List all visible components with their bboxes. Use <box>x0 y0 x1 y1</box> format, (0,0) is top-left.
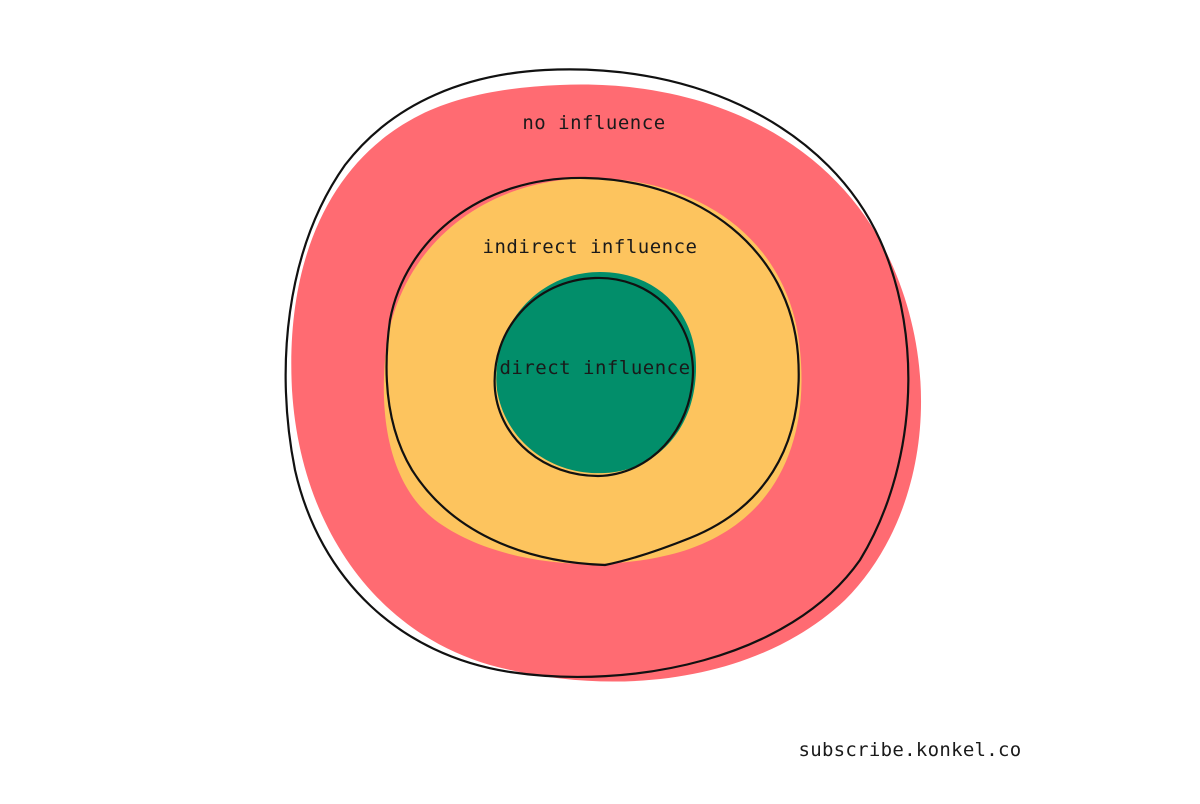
direct-influence-label: direct influence <box>499 357 690 379</box>
direct-influence-zone <box>493 272 697 478</box>
direct-influence-fill <box>496 272 697 474</box>
indirect-influence-outline <box>385 176 800 567</box>
subscribe-url-text: subscribe.konkel.co <box>798 739 1021 761</box>
indirect-influence-label: indirect influence <box>483 236 698 258</box>
direct-influence-outline <box>493 276 695 478</box>
no-influence-outline <box>284 68 910 679</box>
no-influence-label: no influence <box>522 112 665 134</box>
